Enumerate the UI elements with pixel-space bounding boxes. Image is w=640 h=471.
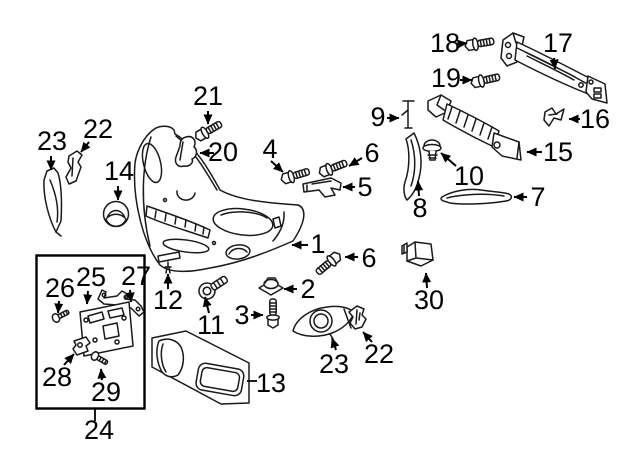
callout-label-15: 15 [543, 137, 573, 167]
callout-label-11: 11 [197, 310, 225, 340]
part-24-kit-box [35, 254, 146, 410]
part-9-retainer-pin [401, 100, 415, 129]
callout-label-14: 14 [104, 156, 134, 186]
callout-label-17: 17 [543, 28, 573, 58]
callout-label-19: 19 [431, 63, 461, 93]
callout-label-26: 26 [45, 273, 75, 303]
part-10-push-clip [422, 139, 442, 161]
part-6-screw-upper [316, 156, 350, 180]
callout-label-2: 2 [300, 274, 315, 304]
callout-label-5: 5 [357, 172, 372, 202]
callout-label-22-left: 22 [83, 114, 113, 144]
part-26-screw [50, 306, 72, 325]
callout-label-22-right: 22 [364, 339, 394, 369]
callout-label-23-right: 23 [319, 349, 349, 379]
part-17-reinforcement-beam [500, 32, 608, 104]
callout-label-4: 4 [262, 134, 277, 164]
callout-label-27: 27 [121, 261, 151, 291]
part-30-parking-sensor [401, 241, 434, 267]
part-16-spring-clip [543, 107, 565, 127]
callout-label-6-upper: 6 [364, 138, 379, 168]
part-20-corner-bracket [174, 135, 198, 168]
part-18-bolt [463, 34, 496, 53]
part-11-eye-bolt [198, 275, 229, 300]
part-2-flange-nut [258, 277, 284, 296]
callout-label-23-left: 23 [37, 126, 67, 156]
part-23-bezel-right [292, 305, 355, 340]
callout-label-20: 20 [208, 137, 238, 167]
callout-label-30: 30 [414, 285, 444, 315]
callout-label-16: 16 [580, 104, 610, 134]
part-12-retainer [157, 251, 181, 274]
callout-labels: 1 2 3 4 5 6 6 7 8 9 10 11 12 13 14 15 16… [37, 28, 610, 445]
part-15-absorber-foam [427, 94, 522, 161]
callout-label-25: 25 [76, 262, 106, 292]
callout-label-8: 8 [412, 193, 427, 223]
callout-label-3: 3 [234, 300, 249, 330]
part-13-grille-panel [151, 330, 250, 405]
callout-label-9: 9 [370, 102, 385, 132]
callout-label-13: 13 [256, 368, 286, 398]
part-19-bolt [469, 70, 502, 91]
callout-label-18: 18 [430, 28, 460, 58]
callout-label-21: 21 [193, 81, 223, 111]
part-22-bracket-left [65, 150, 83, 185]
part-14-emblem [102, 200, 130, 228]
part-25-license-bracket [79, 301, 134, 357]
callout-label-29: 29 [91, 377, 121, 407]
part-28-clip [72, 336, 91, 356]
callout-label-24: 24 [84, 415, 114, 445]
part-3-bolt [266, 298, 280, 329]
callout-label-10: 10 [454, 161, 484, 191]
callout-label-6-lower: 6 [361, 243, 376, 273]
callout-label-28: 28 [42, 362, 72, 392]
callout-label-1: 1 [310, 229, 325, 259]
callout-label-7: 7 [530, 182, 545, 212]
part-23-bezel-left [43, 167, 63, 237]
callout-label-12: 12 [153, 285, 183, 315]
part-5-bracket [302, 177, 342, 198]
part-7-lower-strip [440, 188, 513, 205]
part-22-bracket-right [348, 305, 367, 330]
leader-arrows [46, 39, 580, 421]
